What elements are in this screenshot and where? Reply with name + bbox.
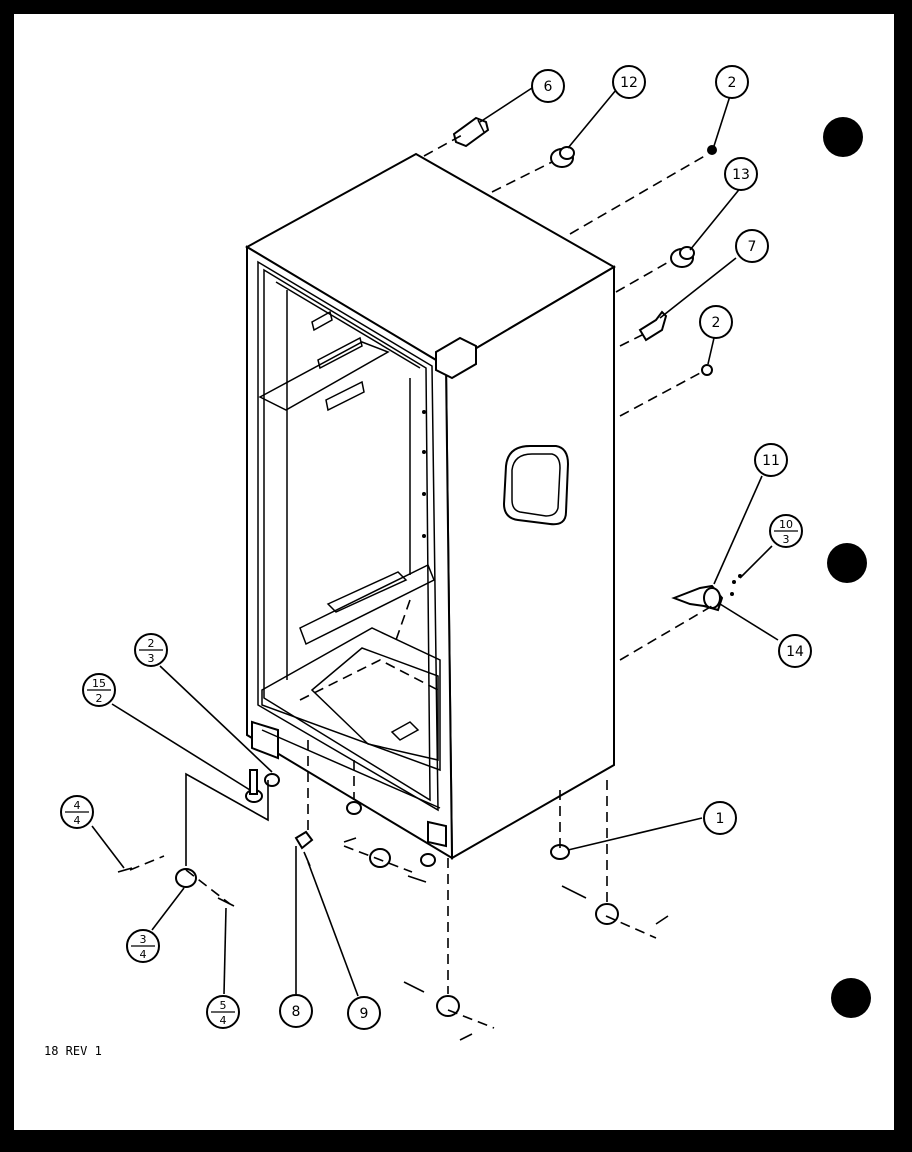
callout-5-4: 5 4 [206,995,240,1029]
callout-2-3: 2 3 [134,633,168,667]
part-2-nut-top [707,145,717,155]
svg-text:15: 15 [92,677,106,690]
callout-10-3: 10 3 [769,514,803,548]
part-2-nut-middle [701,364,713,376]
svg-text:9: 9 [360,1006,369,1022]
svg-text:3: 3 [783,533,790,546]
callout-2-middle: 2 [699,305,733,339]
svg-text:2: 2 [96,692,103,705]
svg-text:11: 11 [762,453,780,469]
callout-9: 9 [347,996,381,1030]
svg-text:6: 6 [544,79,553,95]
refrigerator-cabinet [244,152,616,860]
punch-hole-top [823,117,863,157]
svg-text:4: 4 [220,1014,227,1027]
callout-12: 12 [612,65,646,99]
part-8-clip [294,830,314,850]
roller-front-right [436,995,460,1017]
svg-text:3: 3 [140,933,147,946]
svg-text:3: 3 [148,652,155,665]
svg-text:12: 12 [620,75,638,91]
punch-hole-bottom [831,978,871,1018]
svg-text:10: 10 [779,518,793,531]
callout-2-top: 2 [715,65,749,99]
callout-6: 6 [531,69,565,103]
leg-nut-right [420,853,436,867]
part-3-roller-left [175,868,197,888]
part-6-pin [452,116,490,148]
callout-14: 14 [778,634,812,668]
callout-15-2: 15 2 [82,673,116,707]
callout-3-4: 3 4 [126,929,160,963]
callout-7: 7 [735,229,769,263]
svg-text:1: 1 [716,811,725,827]
callout-1: 1 [703,801,737,835]
svg-text:2: 2 [148,637,155,650]
part-7-bracket [638,310,668,342]
callout-13: 13 [724,157,758,191]
svg-text:4: 4 [74,799,81,812]
roller-front-center [369,848,391,868]
svg-text:7: 7 [748,239,757,255]
svg-text:2: 2 [728,75,737,91]
leader-lines [91,87,779,997]
leg-nut-left [245,769,263,803]
callout-4-4: 4 4 [60,795,94,829]
svg-text:8: 8 [292,1004,301,1020]
punch-hole-middle [827,543,867,583]
svg-text:5: 5 [220,999,227,1012]
callout-11: 11 [754,443,788,477]
svg-text:14: 14 [786,644,804,660]
callout-8: 8 [279,994,313,1028]
screws [117,837,669,1041]
svg-text:13: 13 [732,167,750,183]
leg-nut-center [346,801,362,815]
svg-text:2: 2 [712,315,721,331]
part-12-bushing [550,146,575,168]
leg-nut-2-3 [264,773,280,787]
revision-footer: 18 REV 1 [44,1044,102,1058]
svg-text:4: 4 [74,814,81,827]
svg-text:4: 4 [140,948,147,961]
explosion-lines [129,133,713,1029]
part-13-bushing [670,246,695,268]
roller-rear-right [595,903,619,925]
